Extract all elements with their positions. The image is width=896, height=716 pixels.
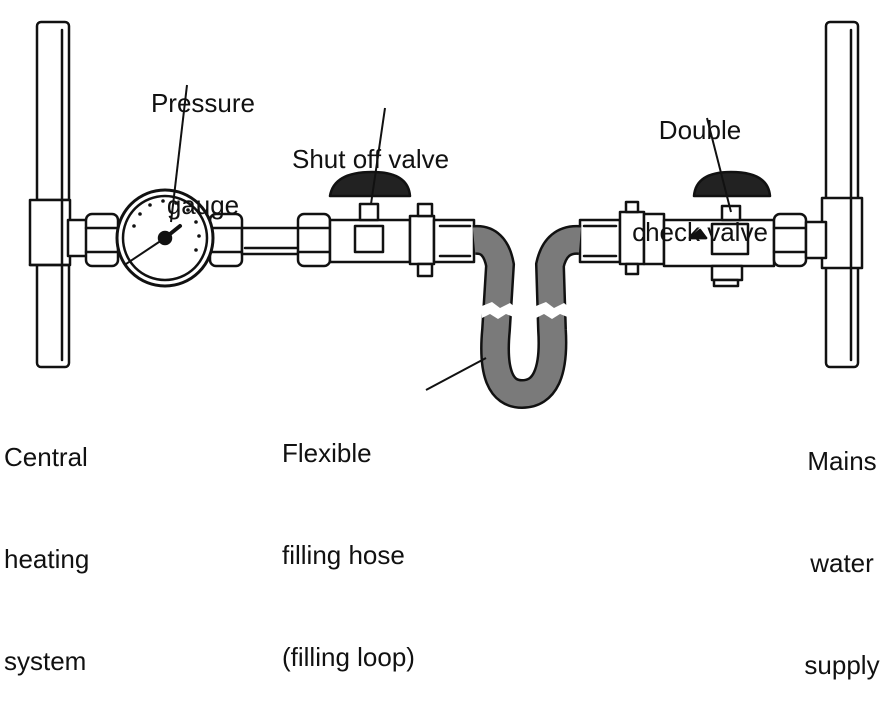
double-check-valve-icon bbox=[578, 170, 828, 288]
double-check-valve-label: Double check valve bbox=[632, 115, 768, 247]
shut-off-valve-label: Shut off valve bbox=[292, 144, 450, 174]
pressure-gauge-icon bbox=[115, 188, 215, 288]
left-horizontal-pipe bbox=[66, 212, 302, 268]
left-vertical-pipe bbox=[28, 20, 72, 369]
mains-water-label: Mains water supply bbox=[804, 446, 880, 680]
pressure-gauge-label: Pressure gauge bbox=[150, 88, 256, 220]
flexible-hose-icon bbox=[472, 224, 582, 410]
shut-off-valve-icon bbox=[296, 170, 476, 278]
right-vertical-pipe bbox=[820, 20, 864, 369]
filling-loop-diagram bbox=[28, 20, 864, 410]
central-heating-label: Central heating system bbox=[4, 442, 90, 676]
flexible-hose-label: Flexible filling hose (filling loop) bbox=[282, 438, 415, 672]
leader-lines bbox=[170, 84, 732, 391]
